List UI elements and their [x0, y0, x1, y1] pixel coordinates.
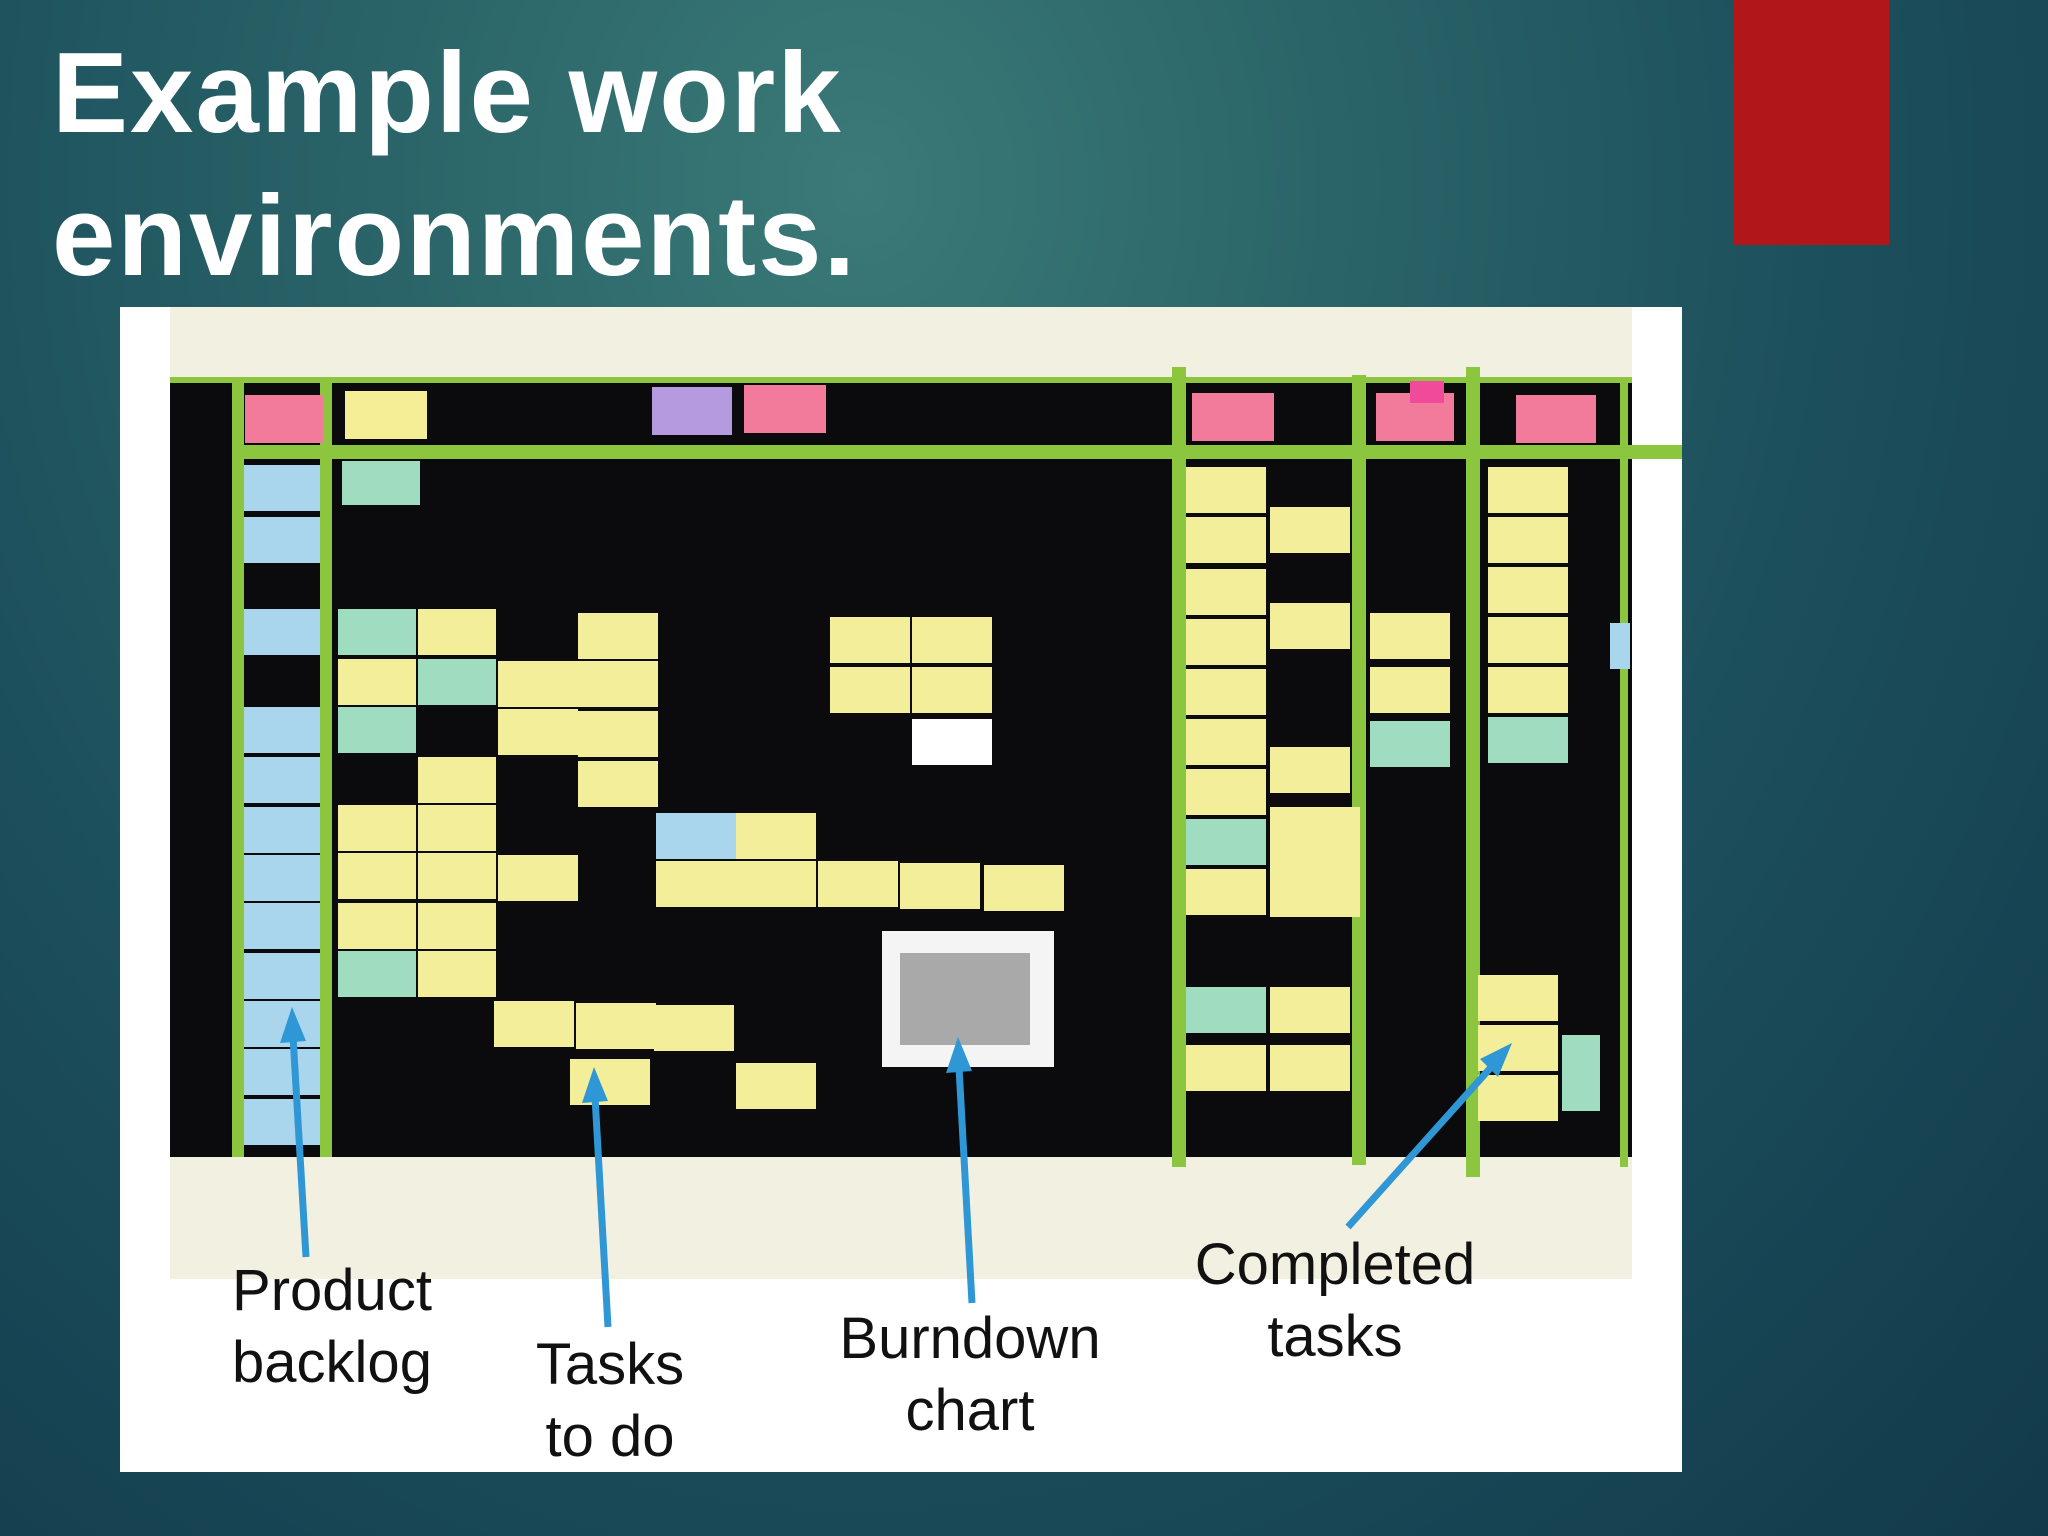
callout-completed-tasks-line-1: Completed — [1194, 1232, 1476, 1297]
slide-title-line-1: Example work — [52, 30, 843, 157]
done-cards — [1186, 467, 1630, 1121]
callout-product-backlog-line-1: Product — [232, 1258, 432, 1323]
callout-product-backlog-line-2: backlog — [232, 1330, 432, 1395]
scrum-board-illustration — [120, 307, 1682, 1472]
callout-burndown-chart-line-2: chart — [905, 1378, 1035, 1443]
green-tape — [170, 367, 1682, 1177]
callout-product-backlog: Product backlog — [212, 1255, 452, 1399]
callout-tasks-to-do-line-1: Tasks — [535, 1332, 685, 1397]
task-cards — [338, 461, 1064, 1109]
callout-burndown-chart: Burndown chart — [820, 1303, 1120, 1447]
callout-burndown-chart-line-1: Burndown — [839, 1306, 1101, 1371]
header-cards — [245, 381, 1596, 443]
product-backlog-cards — [244, 465, 320, 1145]
slide-title-line-2: environments. — [52, 173, 858, 300]
scrum-board-photo: Product backlog Tasks to do Burndown cha… — [120, 307, 1682, 1472]
callout-tasks-to-do-line-2: to do — [545, 1404, 675, 1469]
slide-title: Example work environments. — [52, 22, 857, 308]
burndown-chart-sheet — [882, 931, 1054, 1067]
callout-arrows — [280, 1007, 1512, 1328]
callout-tasks-to-do: Tasks to do — [500, 1329, 720, 1472]
callout-completed-tasks: Completed tasks — [1170, 1229, 1500, 1373]
accent-bar — [1734, 0, 1889, 245]
callout-completed-tasks-line-2: tasks — [1267, 1304, 1403, 1369]
